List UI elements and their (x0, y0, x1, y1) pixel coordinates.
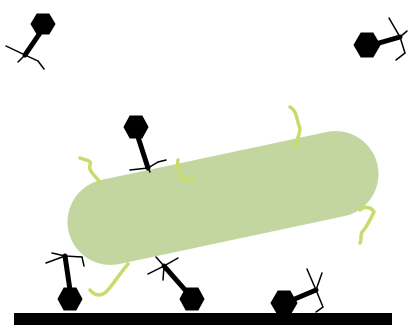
bacterium (60, 123, 387, 273)
bacteriophage-icon (271, 269, 323, 315)
bacteriophage-icon (148, 257, 204, 310)
bacteriophage-icon (354, 18, 407, 60)
bacterium-body (60, 123, 387, 273)
bacteriophage-icon (46, 253, 84, 310)
pilus-4 (360, 207, 374, 243)
pilus-5 (90, 264, 128, 295)
bacteriophage-icon (124, 116, 166, 172)
surface-bar (14, 313, 392, 325)
pilus-1 (80, 158, 100, 182)
bacteriophage-icon (6, 14, 55, 69)
